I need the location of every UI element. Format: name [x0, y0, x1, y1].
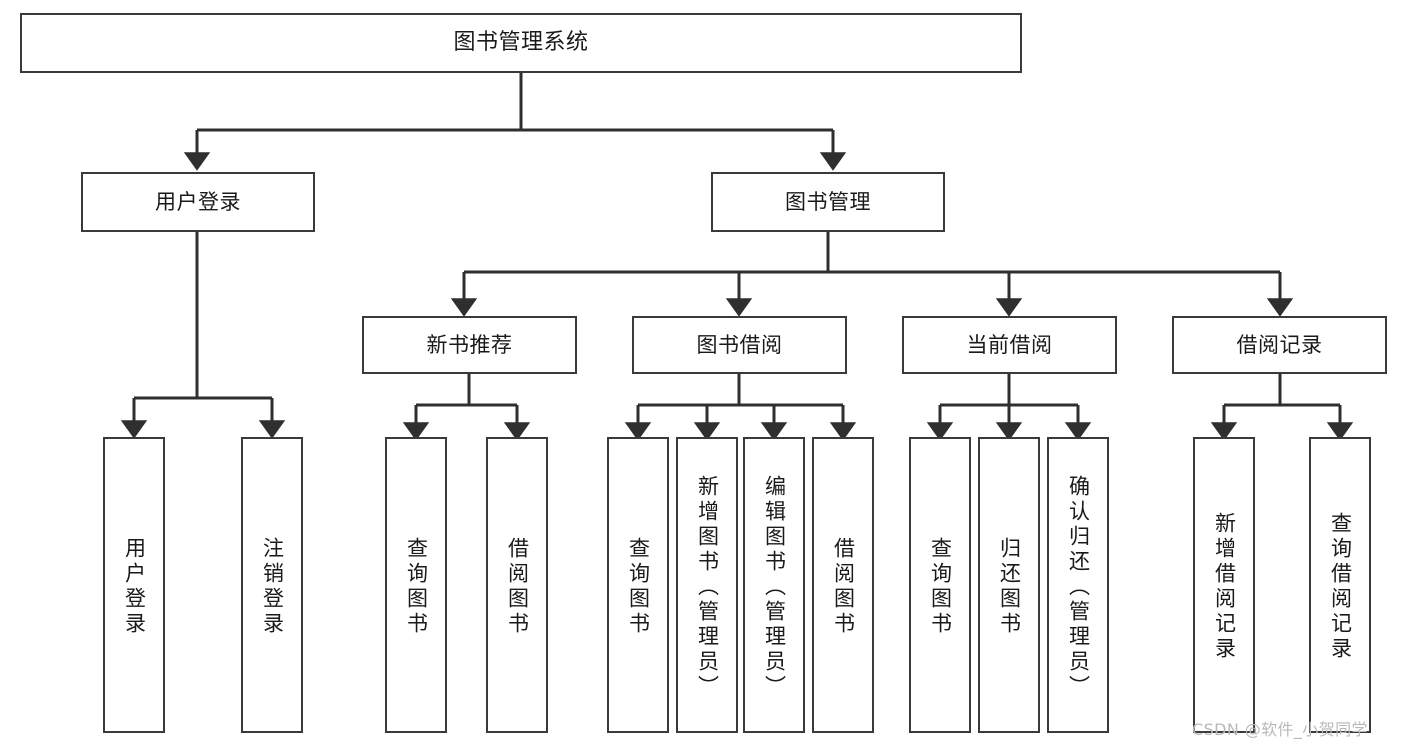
- node-label: 注销登录: [260, 537, 285, 637]
- node-label: 新增图书（管理员）: [695, 474, 720, 700]
- leaf-recommend-query-book[interactable]: 查询图书: [385, 437, 447, 733]
- leaf-borrow-borrow-book[interactable]: 借阅图书: [812, 437, 874, 733]
- leaf-borrow-query-book[interactable]: 查询图书: [607, 437, 669, 733]
- node-label: 图书管理: [785, 189, 871, 214]
- leaf-current-return-book[interactable]: 归还图书: [978, 437, 1040, 733]
- node-label: 图书管理系统: [453, 30, 589, 56]
- node-label: 图书借阅: [696, 332, 783, 357]
- node-book-management[interactable]: 图书管理: [711, 172, 945, 232]
- node-label: 用户登录: [122, 537, 147, 637]
- node-label: 查询借阅记录: [1328, 512, 1353, 662]
- node-user-login[interactable]: 用户登录: [81, 172, 315, 232]
- leaf-record-add-record[interactable]: 新增借阅记录: [1193, 437, 1255, 733]
- node-label: 编辑图书（管理员）: [762, 474, 787, 700]
- node-root-system[interactable]: 图书管理系统: [20, 13, 1022, 73]
- node-book-borrow[interactable]: 图书借阅: [632, 316, 847, 374]
- node-label: 借阅图书: [831, 537, 856, 637]
- leaf-borrow-edit-book-admin[interactable]: 编辑图书（管理员）: [743, 437, 805, 733]
- node-new-book-recommend[interactable]: 新书推荐: [362, 316, 577, 374]
- node-label: 新书推荐: [426, 332, 513, 357]
- leaf-user-login-login[interactable]: 用户登录: [103, 437, 165, 733]
- leaf-current-query-book[interactable]: 查询图书: [909, 437, 971, 733]
- node-label: 查询图书: [928, 537, 953, 637]
- leaf-recommend-borrow-book[interactable]: 借阅图书: [486, 437, 548, 733]
- node-label: 借阅记录: [1236, 332, 1323, 357]
- node-label: 确认归还（管理员）: [1066, 474, 1091, 700]
- node-label: 查询图书: [404, 537, 429, 637]
- leaf-current-confirm-return-admin[interactable]: 确认归还（管理员）: [1047, 437, 1109, 733]
- node-label: 归还图书: [997, 537, 1022, 637]
- node-label: 用户登录: [155, 189, 241, 214]
- leaf-record-query-record[interactable]: 查询借阅记录: [1309, 437, 1371, 733]
- watermark-text: CSDN @软件_小贺同学: [1192, 720, 1368, 739]
- node-label: 查询图书: [626, 537, 651, 637]
- node-label: 借阅图书: [505, 537, 530, 637]
- node-current-borrow[interactable]: 当前借阅: [902, 316, 1117, 374]
- node-label: 当前借阅: [966, 332, 1053, 357]
- node-borrow-record[interactable]: 借阅记录: [1172, 316, 1387, 374]
- node-label: 新增借阅记录: [1212, 512, 1237, 662]
- leaf-user-login-logout[interactable]: 注销登录: [241, 437, 303, 733]
- leaf-borrow-add-book-admin[interactable]: 新增图书（管理员）: [676, 437, 738, 733]
